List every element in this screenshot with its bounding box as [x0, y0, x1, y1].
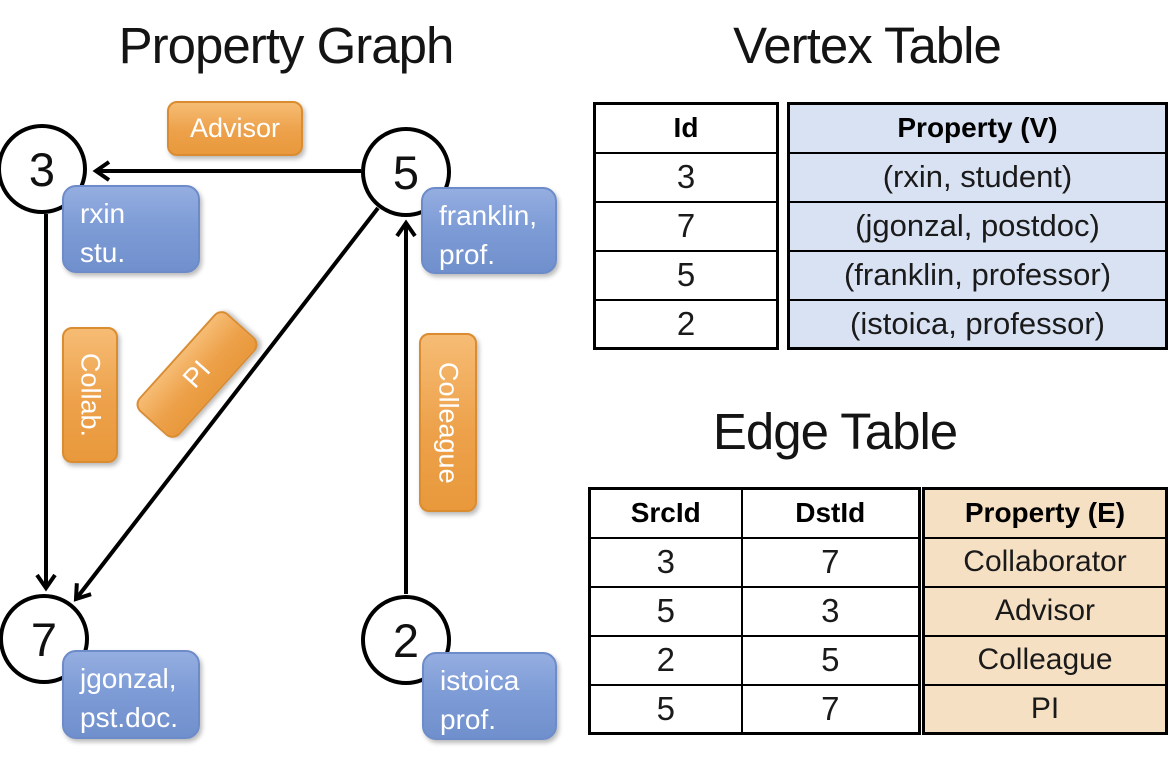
node-property-line: stu. — [80, 236, 126, 268]
node-property-box-2: istoica prof. — [422, 652, 557, 740]
vertex-table-title: Vertex Table — [733, 17, 1002, 74]
graph-edges-svg — [35, 160, 417, 602]
edge-dstid-cell: 7 — [740, 536, 921, 588]
node-property-box-5: franklin, prof. — [421, 187, 557, 274]
edge-table-property-column: Property (E) Collaborator Advisor Collea… — [922, 487, 1168, 735]
node-property-line: franklin, — [439, 200, 538, 231]
edge-srcid-cell: 5 — [588, 683, 743, 735]
edge-property-cell: PI — [922, 683, 1168, 735]
vertex-table-header-id: Id — [593, 102, 779, 154]
vertex-id-cell: 2 — [593, 298, 779, 350]
node-property-line: prof. — [440, 703, 497, 735]
vertex-property-cell: (jgonzal, postdoc) — [787, 200, 1168, 252]
node-property-box-3: rxin stu. — [62, 185, 200, 273]
node-property-line: prof. — [439, 238, 496, 270]
edge-property-cell: Colleague — [922, 634, 1168, 686]
node-property-box-7: jgonzal, pst.doc. — [62, 650, 200, 739]
vertex-table-header-property: Property (V) — [787, 102, 1168, 154]
edge-5-to-7 — [73, 206, 380, 602]
node-property-line: pst.doc. — [80, 701, 179, 733]
edge-property-cell: Advisor — [922, 585, 1168, 637]
edge-dstid-cell: 7 — [740, 683, 921, 735]
node-property-line: jgonzal, — [80, 663, 177, 694]
edge-property-cell: Collaborator — [922, 536, 1168, 588]
node-id-label: 3 — [28, 142, 56, 196]
vertex-id-cell: 7 — [593, 200, 779, 252]
vertex-id-cell: 5 — [593, 249, 779, 301]
edge-srcid-cell: 3 — [588, 536, 743, 588]
edge-dstid-cell: 3 — [740, 585, 921, 637]
vertex-property-cell: (franklin, professor) — [787, 249, 1168, 301]
node-id-label: 2 — [392, 613, 420, 667]
edge-dstid-cell: 5 — [740, 634, 921, 686]
node-property-line: istoica — [440, 665, 520, 696]
property-graph-title: Property Graph — [118, 17, 455, 74]
graph-node-2: 2 — [361, 595, 451, 685]
node-id-label: 7 — [30, 612, 58, 666]
edge-table-header-property: Property (E) — [922, 487, 1168, 539]
edge-table-header-dstid: DstId — [740, 487, 921, 539]
edge-label-advisor: Advisor — [167, 101, 303, 156]
edge-table-title: Edge Table — [712, 403, 958, 460]
edge-srcid-cell: 5 — [588, 585, 743, 637]
graph-node-5: 5 — [361, 127, 451, 217]
edge-label-collab: Collab. — [62, 327, 118, 463]
node-id-label: 5 — [392, 145, 420, 199]
vertex-id-cell: 3 — [593, 151, 779, 203]
vertex-property-cell: (istoica, professor) — [787, 298, 1168, 350]
edge-srcid-cell: 2 — [588, 634, 743, 686]
edge-label-colleague: Colleague — [419, 333, 477, 512]
vertex-property-cell: (rxin, student) — [787, 151, 1168, 203]
vertex-table-property-column: Property (V) (rxin, student) (jgonzal, p… — [787, 102, 1168, 350]
edge-table-id-columns: SrcId DstId 3 7 5 3 2 5 5 7 — [588, 487, 921, 735]
node-property-line: rxin — [80, 198, 126, 229]
edge-table-header-srcid: SrcId — [588, 487, 743, 539]
vertex-table-id-column: Id 3 7 5 2 — [593, 102, 779, 350]
